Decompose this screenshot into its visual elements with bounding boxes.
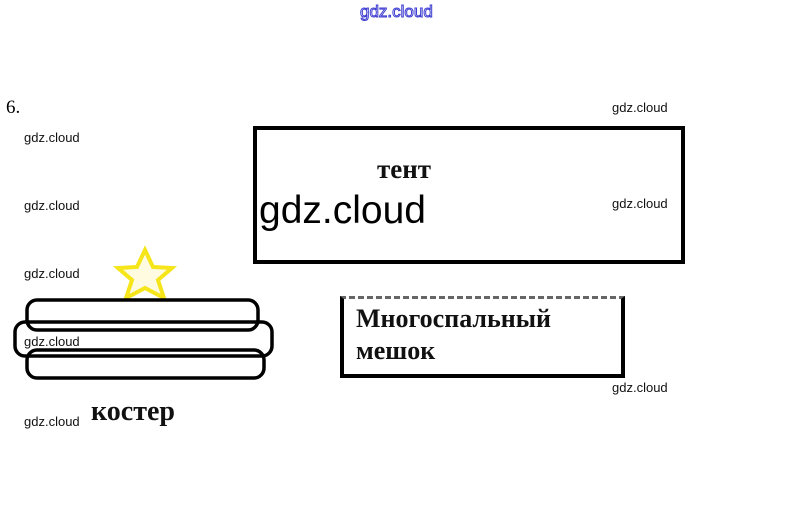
star-icon [112,245,178,303]
sleeping-bag-label-line1: Многоспальный [356,304,552,333]
watermark: gdz.cloud [24,198,80,213]
watermark-large: gdz.cloud [259,189,426,232]
tent-label: тент [377,154,432,184]
log-top [25,298,260,332]
watermark: gdz.cloud [24,334,80,349]
watermark: gdz.cloud [612,100,668,115]
tent-box [253,126,685,264]
watermark: gdz.cloud [24,266,80,281]
campfire-label: костер [91,396,175,427]
watermark: gdz.cloud [612,380,668,395]
watermark: gdz.cloud [612,196,668,211]
task-number: 6. [6,97,21,118]
sleeping-bag-label-line2: мешок [356,336,436,365]
campfire-drawing [13,245,274,380]
watermark: gdz.cloud [24,130,80,145]
watermark-top: gdz.cloud [360,2,434,22]
log-middle [13,320,274,358]
sleeping-bag-label: Многоспальный мешок [356,303,551,367]
log-bottom [25,348,266,380]
watermark: gdz.cloud [24,414,80,429]
sleeping-bag-box [340,296,625,378]
